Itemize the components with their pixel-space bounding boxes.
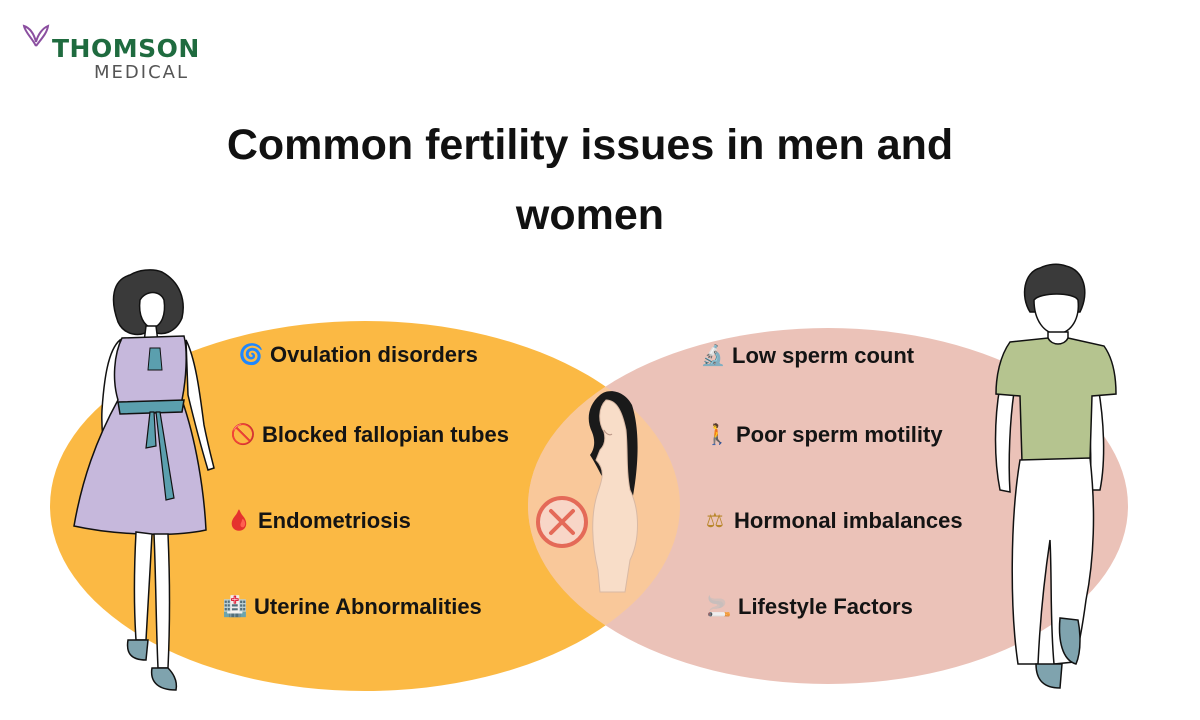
x-circle-icon (536, 496, 588, 548)
swirl-icon: 🌀 (238, 344, 264, 366)
men-circle (528, 328, 1128, 684)
issue-label: Endometriosis (258, 508, 411, 533)
man-figure (994, 263, 1117, 689)
issue-blocked-fallopian-tubes: 🚫 Blocked fallopian tubes (230, 422, 509, 448)
issue-poor-sperm-motility: 🚶 Poor sperm motility (704, 422, 943, 448)
issue-uterine-abnormalities: 🏥 Uterine Abnormalities (222, 594, 482, 620)
issue-label: Lifestyle Factors (738, 594, 913, 619)
issue-label: Ovulation disorders (270, 342, 478, 367)
issue-low-sperm-count: 🔬 Low sperm count (700, 343, 915, 369)
logo-brand-name: THOMSON (52, 34, 200, 63)
balance-scale-icon: ⚖ (706, 510, 724, 532)
microscope-icon: 🔬 (700, 345, 726, 367)
woman-figure (73, 269, 215, 691)
hospital-icon: 🏥 (222, 596, 248, 618)
issue-hormonal-imbalances: ⚖ Hormonal imbalances (702, 508, 963, 534)
issue-label: Low sperm count (732, 343, 915, 368)
pregnant-woman-illustration (588, 391, 638, 593)
prohibited-icon: 🚫 (230, 424, 256, 446)
butterfly-logo-icon (22, 24, 50, 47)
issue-label: Poor sperm motility (736, 422, 943, 447)
blood-drop-icon: 🩸 (226, 510, 252, 532)
walking-person-icon: 🚶 (704, 424, 730, 446)
issue-endometriosis: 🩸 Endometriosis (226, 508, 411, 534)
issue-ovulation-disorders: 🌀 Ovulation disorders (238, 342, 478, 368)
women-circle (50, 321, 680, 691)
issue-lifestyle-factors: 🚬 Lifestyle Factors (706, 594, 913, 620)
page-title: Common fertility issues in men and women (226, 121, 954, 239)
logo-brand-subname: MEDICAL (94, 62, 189, 83)
issue-label: Uterine Abnormalities (254, 594, 482, 619)
cigarette-icon: 🚬 (706, 596, 732, 618)
issue-label: Blocked fallopian tubes (262, 422, 509, 447)
issue-label: Hormonal imbalances (734, 508, 963, 533)
